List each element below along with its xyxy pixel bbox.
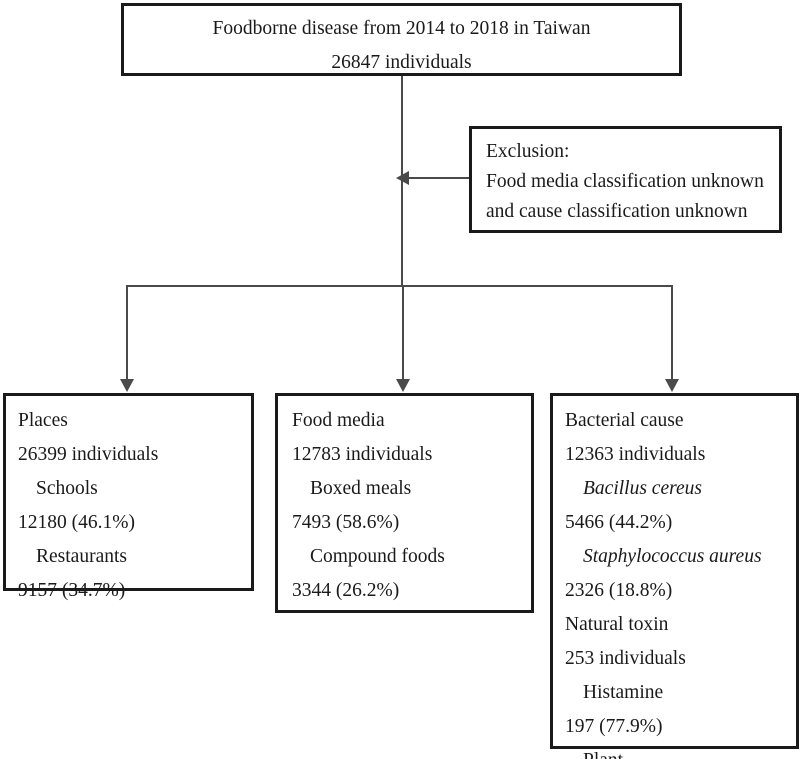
cause-line-2: 12363 individuals xyxy=(565,444,706,465)
places-line-6: 9157 (34.7%) xyxy=(18,580,126,601)
arrowhead-down-cause-icon xyxy=(665,379,679,392)
cause-line-11: Plant xyxy=(565,744,796,759)
places-line-2: 26399 individuals xyxy=(18,444,159,465)
connector-horizontal-bus xyxy=(126,285,673,287)
food-media-line-6: 3344 (26.2%) xyxy=(292,580,400,601)
cause-line-3: Bacillus cereus xyxy=(583,478,702,499)
exclusion-line-3: and cause classification unknown xyxy=(486,201,748,222)
places-line-3: Schools xyxy=(36,478,98,499)
places-line-4: 12180 (46.1%) xyxy=(18,512,135,533)
cause-line-10: 197 (77.9%) xyxy=(565,716,663,737)
food-media-line-2: 12783 individuals xyxy=(292,444,433,465)
exclusion-line-1: Exclusion: xyxy=(486,141,570,162)
connector-drop-cause xyxy=(671,285,673,385)
cause-line-4: 5466 (44.2%) xyxy=(565,512,673,533)
connector-exclusion-line xyxy=(402,177,470,179)
node-bacterial-cause-text: Bacterial cause 12363 individuals Bacill… xyxy=(565,404,796,759)
cause-line-5: Staphylococcus aureus xyxy=(583,546,762,567)
node-study-population: Foodborne disease from 2014 to 2018 in T… xyxy=(121,3,682,76)
node-places-text: Places 26399 individuals Schools 12180 (… xyxy=(18,404,251,608)
arrowhead-down-food-media-icon xyxy=(396,379,410,392)
study-population-line-1: Foodborne disease from 2014 to 2018 in T… xyxy=(212,18,591,39)
arrowhead-left-exclusion-icon xyxy=(396,171,409,185)
cause-line-8: 253 individuals xyxy=(565,648,686,669)
study-population-line-2: 26847 individuals xyxy=(331,52,472,73)
node-exclusion-criteria-text: Exclusion: Food media classification unk… xyxy=(486,137,779,227)
node-food-media-text: Food media 12783 individuals Boxed meals… xyxy=(292,404,531,608)
cause-line-9: Histamine xyxy=(583,682,664,703)
cause-line-6: 2326 (18.8%) xyxy=(565,580,673,601)
cause-line-1: Bacterial cause xyxy=(565,410,684,431)
places-line-1: Places xyxy=(18,410,68,431)
food-media-line-5: Compound foods xyxy=(310,546,445,567)
node-exclusion-criteria: Exclusion: Food media classification unk… xyxy=(469,126,782,233)
exclusion-line-2: Food media classification unknown xyxy=(486,171,764,192)
node-study-population-text: Foodborne disease from 2014 to 2018 in T… xyxy=(124,12,679,80)
food-media-line-3: Boxed meals xyxy=(310,478,412,499)
node-food-media: Food media 12783 individuals Boxed meals… xyxy=(275,393,534,613)
places-line-5: Restaurants xyxy=(36,546,127,567)
node-bacterial-cause: Bacterial cause 12363 individuals Bacill… xyxy=(550,393,799,759)
cause-line-7: Natural toxin xyxy=(565,614,669,635)
arrowhead-down-places-icon xyxy=(120,379,134,392)
node-places: Places 26399 individuals Schools 12180 (… xyxy=(3,393,254,601)
food-media-line-4: 7493 (58.6%) xyxy=(292,512,400,533)
connector-drop-places xyxy=(126,285,128,385)
connector-drop-food-media xyxy=(402,285,404,385)
food-media-line-1: Food media xyxy=(292,410,385,431)
